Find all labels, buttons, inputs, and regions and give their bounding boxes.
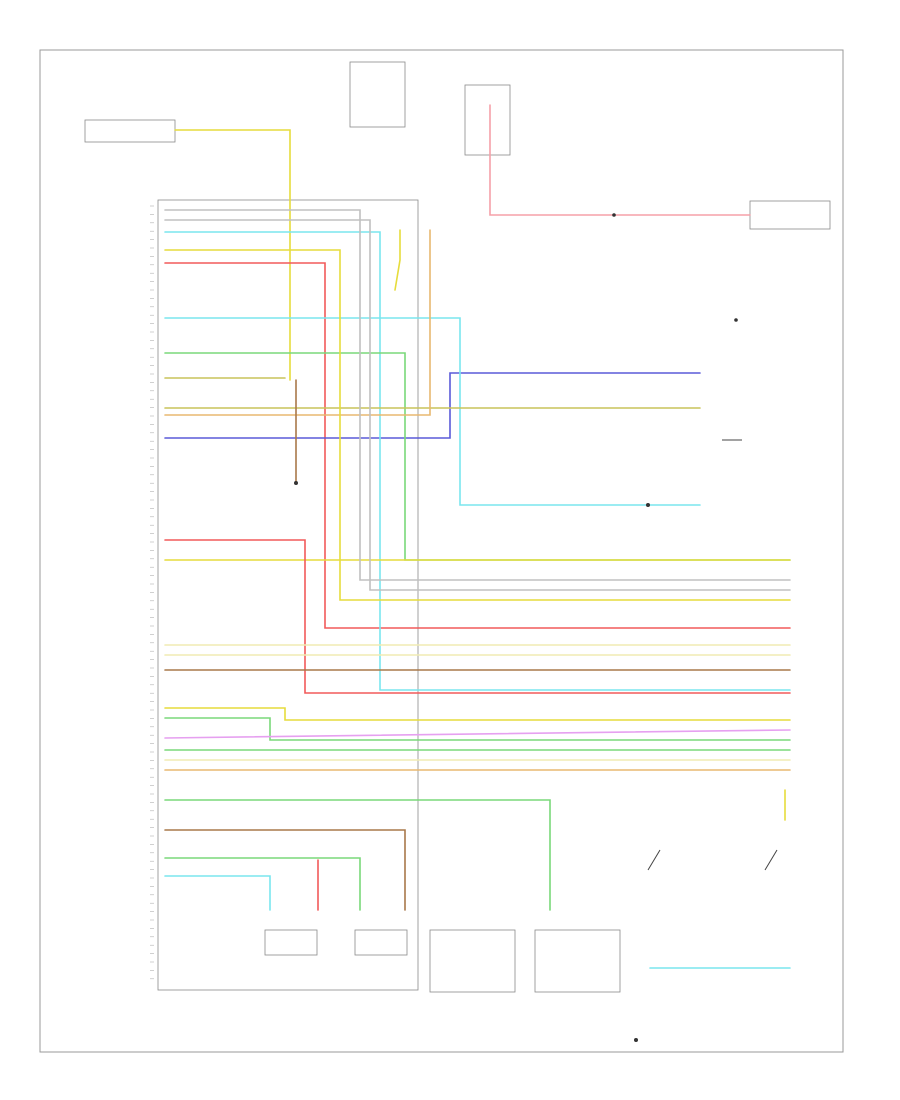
switch-symbols — [647, 439, 778, 871]
main-module-box — [157, 199, 419, 991]
switch-left — [647, 849, 661, 871]
sensor-box-2 — [354, 929, 408, 956]
wire-5 — [164, 231, 791, 691]
wire-6 — [164, 317, 701, 506]
splice-dot-2 — [646, 503, 650, 507]
component-boxes — [84, 61, 831, 993]
relay-box-2 — [534, 929, 621, 993]
fuse-box-battery — [464, 84, 511, 156]
relay-box-1 — [429, 929, 516, 993]
wire-19 — [164, 717, 791, 741]
wire-1 — [174, 129, 291, 381]
wire-28 — [164, 209, 791, 581]
splice-dot-1 — [294, 481, 298, 485]
label-marks — [150, 205, 154, 980]
wire-20 — [164, 729, 791, 739]
wire-29 — [164, 219, 791, 591]
sensor-box-1 — [264, 929, 318, 956]
splice-dot-5 — [734, 318, 738, 322]
wire-25 — [164, 857, 361, 911]
diagram-frame — [39, 49, 844, 1053]
wire-4 — [164, 372, 701, 439]
fuse-box-top — [349, 61, 406, 128]
wire-11 — [164, 229, 431, 416]
wire-24 — [164, 829, 406, 911]
wire-8 — [164, 799, 551, 911]
switch-right — [764, 849, 778, 871]
wire-12 — [164, 249, 791, 601]
wire-7 — [164, 352, 791, 561]
module-box-top-left — [84, 119, 176, 143]
wire-18 — [164, 707, 791, 721]
battery-box — [749, 200, 831, 230]
splice-dot-4 — [612, 213, 616, 217]
wire-layer — [164, 104, 791, 969]
connection-dots — [294, 213, 738, 1042]
wire-26 — [164, 875, 271, 911]
splice-dot-3 — [634, 1038, 638, 1042]
wire-14 — [164, 539, 791, 694]
wire-2 — [164, 262, 791, 629]
wire-3 — [489, 104, 751, 216]
wire-32 — [394, 229, 401, 291]
